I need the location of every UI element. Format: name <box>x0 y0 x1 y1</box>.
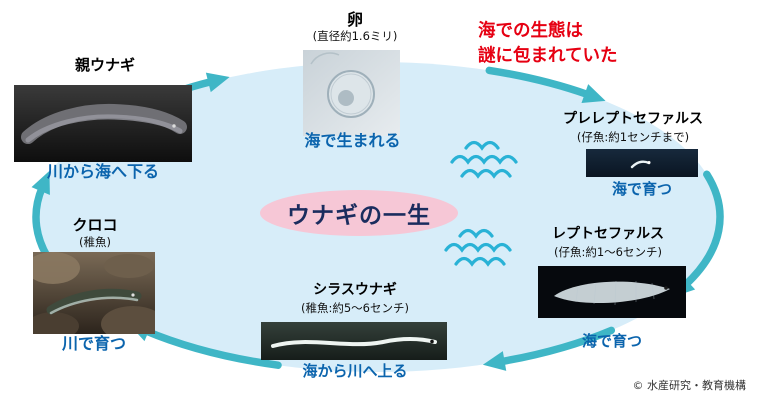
glass-eel-photo <box>261 322 447 360</box>
adult-eel-photo <box>14 85 192 162</box>
stage-sub-egg: (直径約1.6ミリ) <box>312 29 398 43</box>
stage-caption-parent-eel: 川から海へ下る <box>46 162 159 181</box>
stage-caption-glass-eel: 海から川へ上る <box>302 362 408 380</box>
stage-sub-glass-eel: (稚魚:約5〜6センチ) <box>301 301 409 315</box>
stage-label-glass-eel: シラスウナギ <box>313 282 397 298</box>
arrow-glasseel-to-kuroko-icon <box>128 322 282 369</box>
stage-sub-pre-leptocephalus: (仔魚:約1センチまで) <box>576 130 690 144</box>
arrow-prelepto-to-lepto-icon <box>672 170 724 298</box>
arrow-egg-to-prelepto-icon <box>485 66 606 103</box>
stage-label-parent-eel: 親ウナギ <box>74 56 135 74</box>
mystery-note-line1: 海での生態は <box>478 21 583 41</box>
stage-caption-pre-leptocephalus: 海で育つ <box>611 180 672 198</box>
stage-sub-kuroko: (稚魚) <box>79 235 111 249</box>
stage-caption-egg: 海で生まれる <box>304 131 401 150</box>
leptocephalus-photo <box>538 266 686 318</box>
mystery-note-line2: 謎に包まれていた <box>478 46 618 67</box>
pre-leptocephalus-photo <box>586 149 698 177</box>
mystery-note: 海での生態は 謎に包まれていた <box>478 19 658 70</box>
stage-caption-leptocephalus: 海で育つ <box>581 332 642 350</box>
diagram-title: ウナギの一生 <box>260 190 458 236</box>
copyright-credit: © 水産研究・教育機構 <box>632 379 747 392</box>
stage-caption-kuroko: 川で育つ <box>61 334 126 353</box>
arrow-lepto-to-glasseel-icon <box>482 326 616 371</box>
egg-photo <box>303 50 400 136</box>
kuroko-photo <box>33 252 155 334</box>
stage-label-kuroko: クロコ <box>72 216 118 234</box>
stage-sub-leptocephalus: (仔魚:約1〜6センチ) <box>554 245 662 259</box>
stage-label-egg: 卵 <box>346 10 363 29</box>
stage-label-pre-leptocephalus: プレレプトセファルス <box>563 111 703 127</box>
stage-label-leptocephalus: レプトセファルス <box>552 226 664 242</box>
